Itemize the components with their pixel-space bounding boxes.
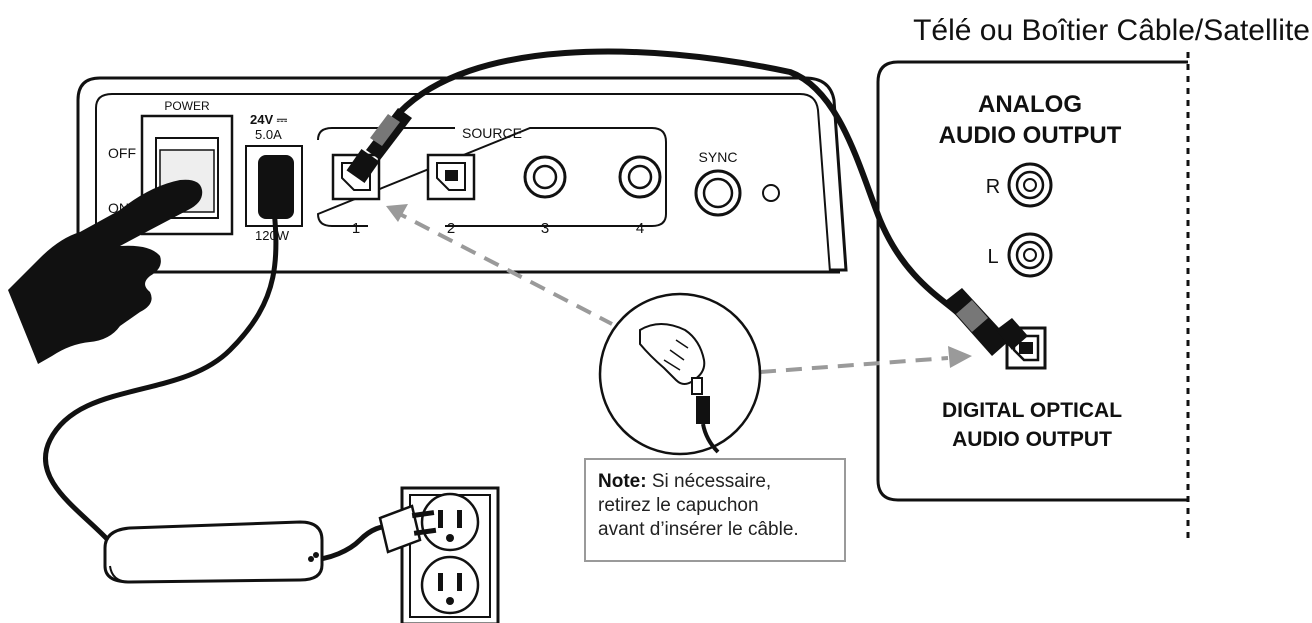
current-label: 5.0A <box>255 127 282 142</box>
analog-title-line2: AUDIO OUTPUT <box>939 122 1122 149</box>
coaxial-port-4-icon <box>618 155 662 199</box>
rca-jack-right-icon <box>1007 162 1053 208</box>
hand-pointing-icon <box>8 179 203 364</box>
sync-label: SYNC <box>699 149 738 165</box>
digital-title-line2: AUDIO OUTPUT <box>952 428 1112 451</box>
source-label: SOURCE <box>462 125 522 141</box>
wattage-label: 120W <box>255 228 290 243</box>
power-cord-dc <box>42 189 279 542</box>
optical-cable <box>397 48 963 318</box>
cap-icon <box>691 377 703 395</box>
note-line1: Si nécessaire, <box>646 471 772 492</box>
power-adapter-icon <box>103 520 324 584</box>
dashed-arrow-to-inset <box>391 208 613 326</box>
inset-plug-icon <box>696 396 710 424</box>
digital-title-line1: DIGITAL OPTICAL <box>942 399 1122 422</box>
note-line2: retirez le capuchon <box>598 495 759 516</box>
dashed-arrow-to-tv <box>759 356 949 374</box>
cap-removal-inset <box>598 292 762 456</box>
right-channel-label: R <box>986 176 1000 198</box>
source-group-frame <box>316 127 667 227</box>
note-bold: Note: <box>598 471 647 492</box>
sync-led-icon <box>762 184 780 202</box>
port-label-2: 2 <box>447 220 455 237</box>
dc-plug-icon <box>258 155 294 219</box>
voltage-label: 24V ⎓ <box>250 112 288 127</box>
wall-outlet-icon <box>400 486 500 623</box>
port-label-3: 3 <box>541 220 549 237</box>
rca-jack-left-icon <box>1007 232 1053 278</box>
power-label: POWER <box>164 99 210 113</box>
note-line3: avant d’insérer le câble. <box>598 519 799 540</box>
tv-panel <box>876 52 1190 540</box>
port-label-4: 4 <box>636 220 644 237</box>
analog-title-line1: ANALOG <box>978 91 1082 118</box>
arrowhead-tv-icon <box>948 346 972 368</box>
optical-plug-source-icon <box>346 108 412 183</box>
left-channel-label: L <box>987 246 998 268</box>
off-label: OFF <box>108 145 136 161</box>
coaxial-port-3-icon <box>523 155 567 199</box>
device-title: Télé ou Boîtier Câble/Satellite <box>913 14 1310 47</box>
ac-plug-icon <box>378 504 437 554</box>
optical-port-2-icon <box>426 153 476 201</box>
port-label-1: 1 <box>352 220 360 237</box>
optical-plug-tv-icon <box>944 288 1028 356</box>
arrowhead-source-icon <box>386 204 408 222</box>
sync-button-icon <box>694 169 742 217</box>
note-box: Note: Si nécessaire, retirez le capuchon… <box>584 458 846 562</box>
